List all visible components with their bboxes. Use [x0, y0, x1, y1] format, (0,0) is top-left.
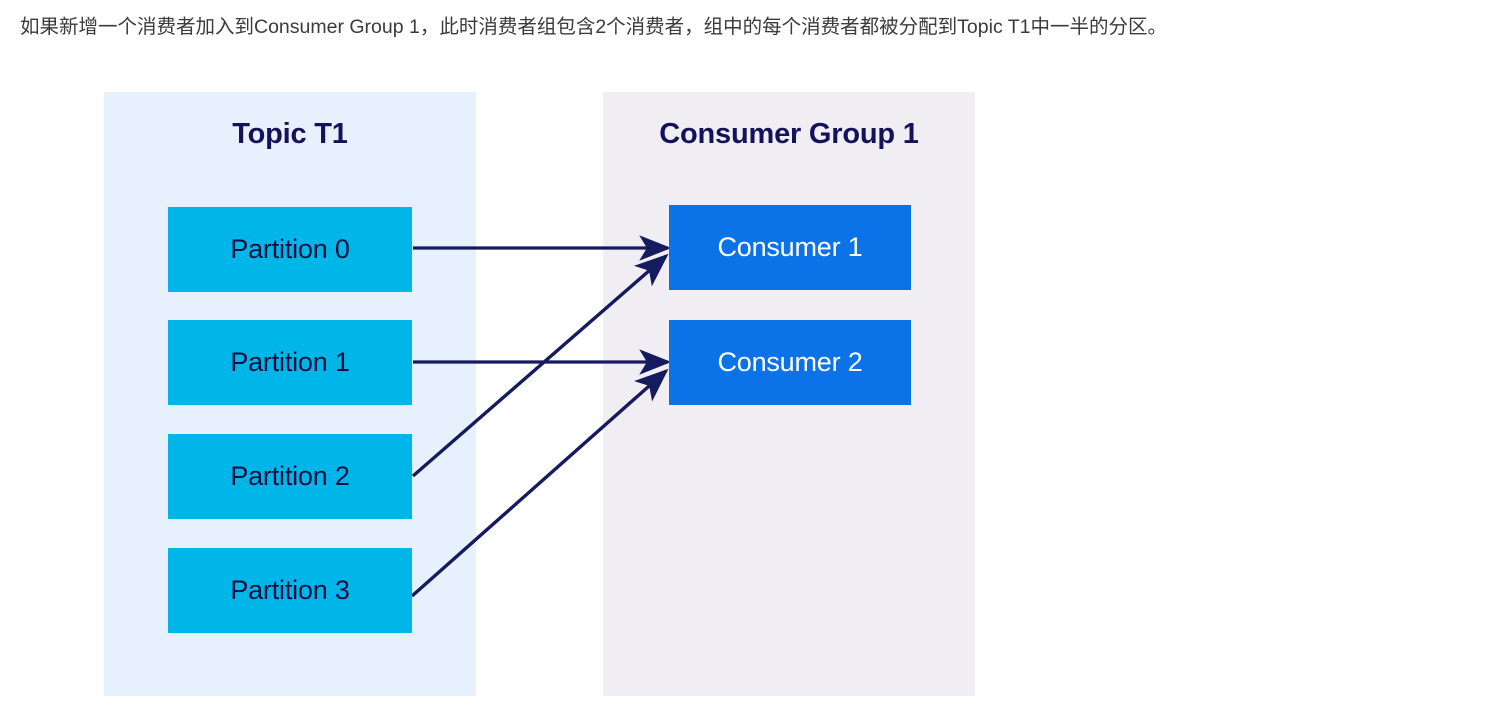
partition-0-label: Partition 0	[230, 234, 350, 264]
partition-3-box[interactable]: Partition 3	[168, 548, 412, 633]
consumer-2-label: Consumer 2	[717, 347, 863, 377]
consumer-group-panel-title: Consumer Group 1	[659, 118, 919, 150]
partition-2-label: Partition 2	[230, 461, 350, 491]
topic-panel-title: Topic T1	[232, 118, 348, 150]
consumer-1-label: Consumer 1	[717, 232, 863, 262]
partition-1-label: Partition 1	[230, 347, 350, 377]
partition-2-box[interactable]: Partition 2	[168, 434, 412, 519]
consumer-2-box[interactable]: Consumer 2	[669, 320, 911, 405]
caption-text: 如果新增一个消费者加入到Consumer Group 1，此时消费者组包含2个消…	[20, 16, 1168, 38]
partition-3-label: Partition 3	[230, 575, 350, 605]
partition-1-box[interactable]: Partition 1	[168, 320, 412, 405]
partition-0-box[interactable]: Partition 0	[168, 207, 412, 292]
consumer-1-box[interactable]: Consumer 1	[669, 205, 911, 290]
